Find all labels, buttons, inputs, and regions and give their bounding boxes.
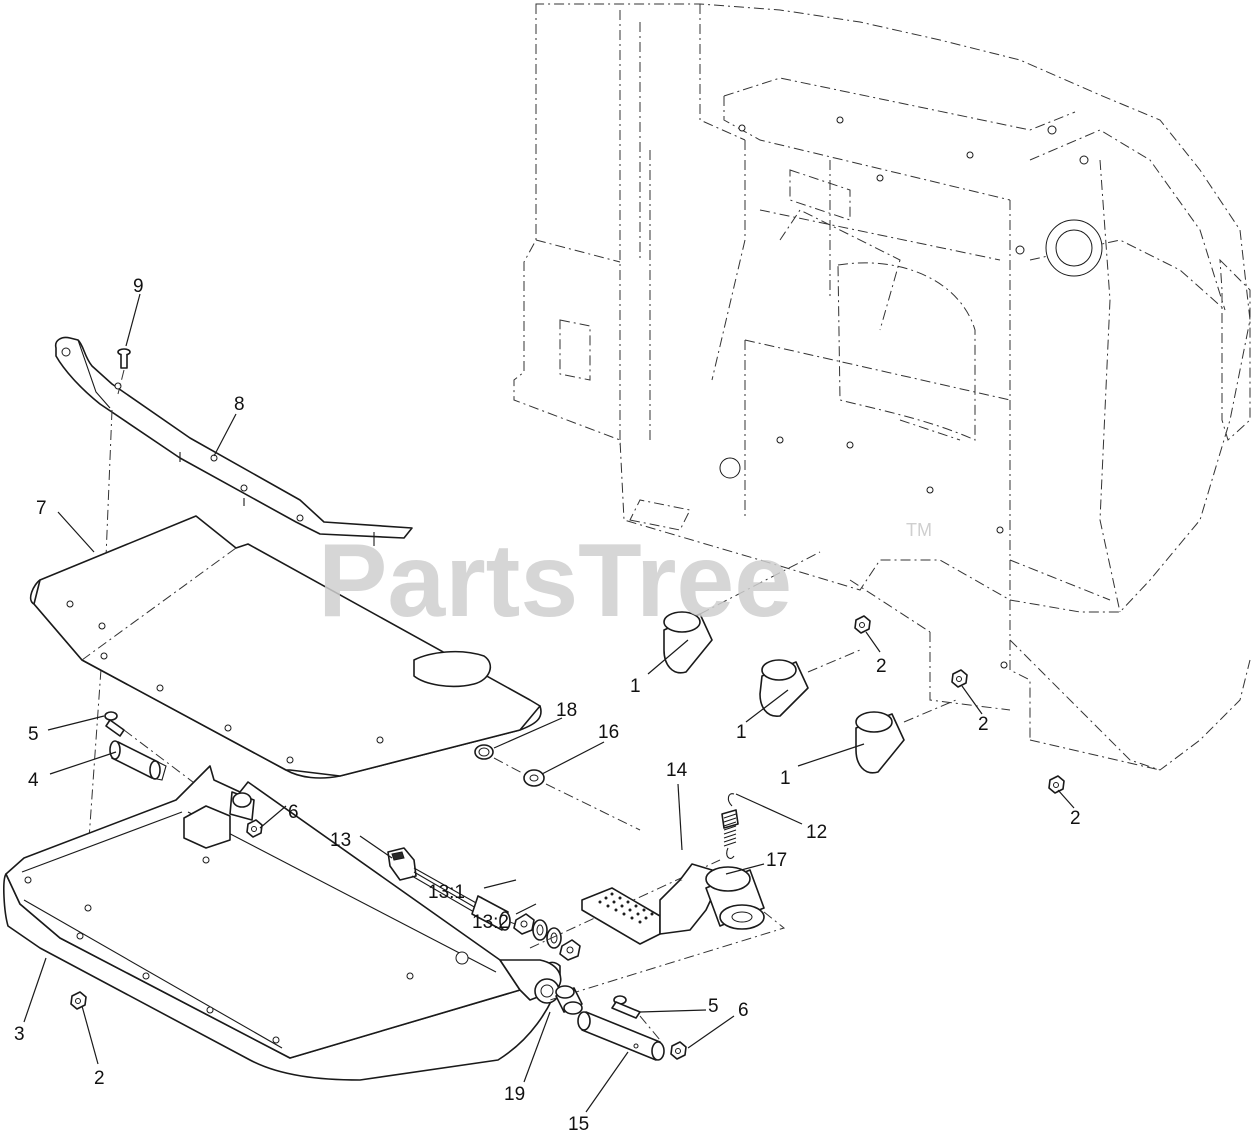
spacer-block: [183, 805, 231, 849]
switch-harness: [387, 847, 511, 931]
callout-1: 1: [780, 768, 791, 789]
pedal-pan: [3, 765, 562, 1081]
nut: [70, 991, 87, 1010]
callout-5: 5: [28, 724, 39, 745]
spacer: [555, 985, 583, 1015]
callout-14: 14: [666, 760, 688, 781]
callout-12: 12: [806, 822, 827, 843]
nut: [246, 819, 263, 838]
callout-6: 6: [738, 1000, 749, 1021]
flat-washer: [523, 769, 545, 787]
foot-bar-bracket: [54, 336, 413, 546]
lock-washer: [546, 927, 562, 949]
bumper-cap: [855, 699, 957, 774]
pivot-pin: [109, 740, 167, 781]
foot-plate: [29, 515, 542, 779]
callout-6: 6: [288, 802, 299, 823]
bumper-cap: [759, 649, 861, 717]
callout-1: 1: [736, 722, 747, 743]
machine-frame: [513, 3, 1251, 771]
callout-17: 17: [766, 850, 787, 871]
callout-2: 2: [978, 714, 989, 735]
callout-7: 7: [36, 498, 47, 519]
callout-18: 18: [556, 700, 577, 721]
watermark-text: PartsTree: [318, 523, 792, 639]
bolt: [104, 711, 125, 737]
callout-15: 15: [568, 1114, 589, 1135]
pedal-bracket: [581, 863, 731, 945]
tread-pattern: [598, 892, 654, 924]
callout-3: 3: [14, 1024, 25, 1045]
callout-2: 2: [1070, 808, 1081, 829]
callout-16: 16: [598, 722, 619, 743]
callout-4: 4: [28, 770, 39, 791]
clevis-pin: [577, 1011, 665, 1061]
callout-1: 1: [630, 676, 641, 697]
callout-13-1: 13:1: [428, 882, 465, 903]
retaining-ring: [474, 744, 494, 760]
nut: [951, 669, 968, 688]
lock-washer: [532, 919, 548, 941]
bolt: [611, 995, 641, 1019]
nut: [1048, 775, 1065, 794]
callout-13: 13: [330, 830, 351, 851]
screw: [117, 348, 131, 369]
callout-2: 2: [876, 656, 887, 677]
callout-5: 5: [708, 996, 719, 1017]
callout-9: 9: [133, 276, 144, 297]
callout-8: 8: [234, 394, 245, 415]
nut: [559, 939, 581, 961]
bumper-cap: [663, 551, 821, 674]
bushing: [705, 866, 765, 930]
callout-19: 19: [504, 1084, 525, 1105]
nut: [854, 615, 871, 634]
leader-lines: [23, 293, 1075, 1113]
callouts: 9 8 7 5 4 6 3 2 1 1 1 2 2 2 18 16 14 12 …: [14, 276, 1081, 1135]
watermark-trademark: TM: [906, 520, 932, 540]
callout-2: 2: [94, 1068, 105, 1089]
nut: [670, 1041, 687, 1060]
nut: [513, 913, 535, 935]
callout-13-2: 13:2: [472, 912, 509, 933]
extension-spring: [721, 793, 739, 859]
